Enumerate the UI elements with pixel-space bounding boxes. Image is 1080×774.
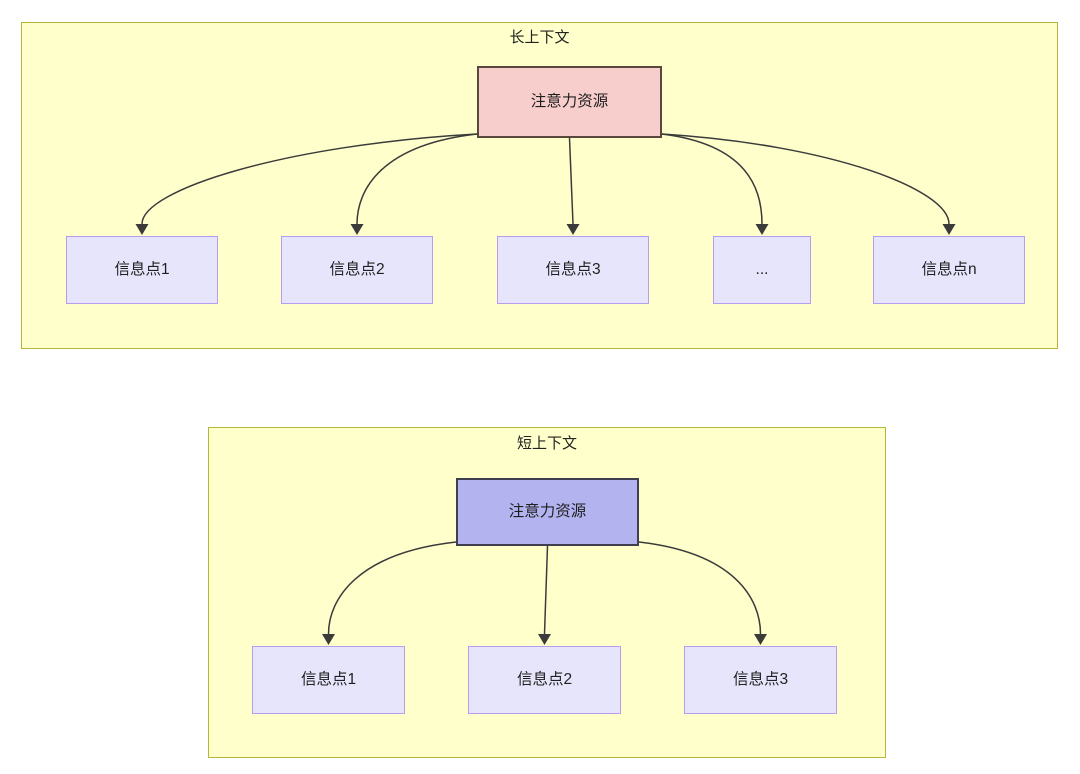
attention-resource-node-long[interactable]: 注意力资源: [477, 66, 662, 138]
group-short-context-title: 短上下文: [516, 435, 577, 452]
info-point-node[interactable]: 信息点3: [684, 646, 837, 714]
info-point-node[interactable]: 信息点1: [66, 236, 218, 304]
info-point-node[interactable]: 信息点3: [497, 236, 649, 304]
attention-resource-node-short[interactable]: 注意力资源: [456, 478, 639, 546]
info-point-node[interactable]: 信息点1: [252, 646, 405, 714]
group-long-context-title: 长上下文: [509, 29, 570, 46]
info-point-node[interactable]: 信息点n: [873, 236, 1025, 304]
info-point-node[interactable]: 信息点2: [281, 236, 433, 304]
info-point-node[interactable]: 信息点2: [468, 646, 621, 714]
info-point-node-ellipsis[interactable]: ...: [713, 236, 811, 304]
